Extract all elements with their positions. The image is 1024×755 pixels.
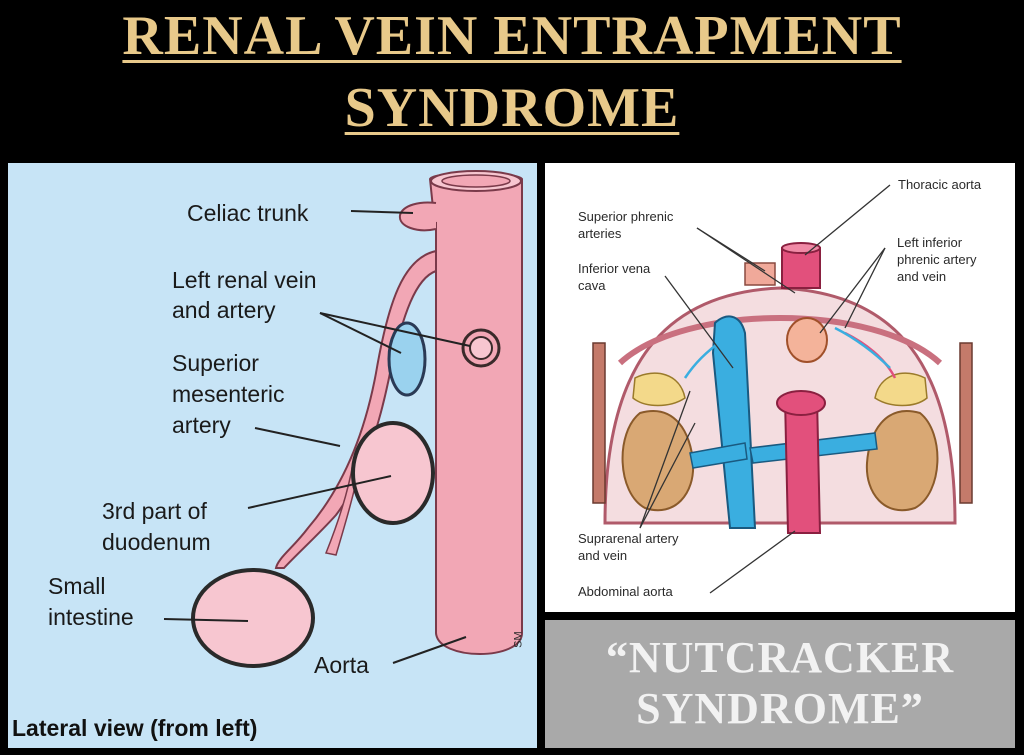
label-suprarenal-line1: Suprarenal artery [578,531,679,546]
label-duodenum-line1: 3rd part of [102,498,207,524]
duodenum-shape [351,421,435,525]
label-left-renal-line2: and artery [172,297,276,323]
left-renal-vein-shape [387,321,427,397]
nutcracker-line2: SYNDROME” [636,684,924,733]
lateral-view-caption: Lateral view (from left) [12,715,258,741]
label-small-intestine-line2: intestine [48,604,134,630]
nutcracker-line1: “NUTCRACKER [605,633,955,683]
aorta-shape [404,172,523,655]
label-suprarenal-line2: and vein [578,548,628,563]
label-small-intestine-line1: Small [48,573,106,599]
lateral-anatomy-illustration [163,170,523,668]
label-left-inferior-phrenic-line3: and vein [897,269,947,284]
title-line-2: SYNDROME [344,77,680,139]
anterior-view-diagram: Thoracic aorta Superior phrenic arteries… [545,163,1015,612]
label-sma-line3: artery [172,412,231,438]
abdominal-aorta-shape [783,397,822,534]
label-duodenum-line2: duodenum [102,529,211,555]
label-superior-phrenic-line1: Superior phrenic [578,209,674,224]
label-thoracic-aorta: Thoracic aorta [898,177,982,192]
superior-mesenteric-artery-shape [274,249,437,569]
label-sma-line2: mesenteric [172,381,285,407]
label-ivc-line1: Inferior vena [578,261,651,276]
celiac-trunk-shape [398,201,437,232]
label-left-inferior-phrenic-line2: phrenic artery [897,252,977,267]
label-ivc-line2: cava [578,278,606,293]
label-left-inferior-phrenic-line1: Left inferior [897,235,963,250]
small-intestine-shape [191,568,315,668]
inferior-vena-cava-shape [711,315,757,529]
anterior-anatomy-illustration [592,184,973,594]
label-superior-phrenic-line2: arteries [578,226,622,241]
label-aorta: Aorta [314,652,369,678]
label-abdominal-aorta: Abdominal aorta [578,584,673,599]
lateral-view-diagram: Celiac trunk Left renal vein and artery … [8,163,537,748]
title-line-1: RENAL VEIN ENTRAPMENT [122,5,902,67]
label-sma-line1: Superior [172,350,259,376]
thoracic-aorta-shape [781,247,821,289]
left-kidney-shape [865,410,939,512]
label-left-renal-line1: Left renal vein [172,267,317,293]
label-celiac-trunk: Celiac trunk [187,200,309,226]
artist-signature: SM [512,631,525,648]
nutcracker-caption-box: “NUTCRACKER SYNDROME” [545,620,1015,748]
